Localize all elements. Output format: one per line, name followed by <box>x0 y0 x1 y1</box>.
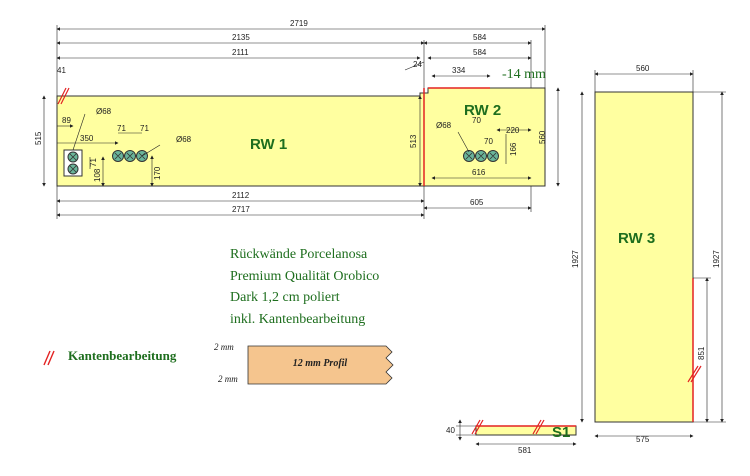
dim-560-rw3: 560 <box>636 64 650 73</box>
dim-581: 581 <box>518 446 532 455</box>
reduction-note: -14 mm <box>502 67 546 82</box>
dim-70-b: 70 <box>484 137 493 146</box>
dim-70-a: 70 <box>472 116 481 125</box>
dim-513: 513 <box>409 134 418 148</box>
socket-group-rw1-left <box>63 149 83 177</box>
dim-334: 334 <box>452 66 466 75</box>
label-rw3: RW 3 <box>618 230 655 247</box>
label-rw1: RW 1 <box>250 136 287 153</box>
dim-71-b: 71 <box>140 124 149 133</box>
dim-40: 40 <box>446 426 455 435</box>
edge-processing-legend-icon <box>43 350 55 366</box>
dim-166: 166 <box>509 142 518 156</box>
dim-2719: 2719 <box>290 19 308 28</box>
dim-41: 41 <box>57 66 66 75</box>
dim-220: 220 <box>506 126 520 135</box>
info-line-3: Dark 1,2 cm poliert <box>230 290 340 305</box>
dim-515: 515 <box>34 131 43 145</box>
info-line-1: Rückwände Porcelanosa <box>230 247 368 262</box>
profile-label: 12 mm Profil <box>292 358 348 369</box>
dim-d68-right: Ø68 <box>176 135 192 144</box>
profile-bottom-mm: 2 mm <box>218 374 238 384</box>
dim-71-vertical: 71 <box>89 158 98 167</box>
dim-108: 108 <box>93 168 102 182</box>
dim-851: 851 <box>697 346 706 360</box>
dim-1927-right: 1927 <box>712 250 721 268</box>
dim-584-top: 584 <box>473 33 487 42</box>
dim-584-mid: 584 <box>473 48 487 57</box>
dim-2112: 2112 <box>232 191 250 200</box>
material-info: Rückwände Porcelanosa Premium Qualität O… <box>230 244 450 330</box>
profile-sketch <box>247 345 394 385</box>
profile-top-mm: 2 mm <box>214 342 234 352</box>
dim-560-rw2: 560 <box>538 130 547 144</box>
dim-616: 616 <box>472 168 486 177</box>
dim-2111: 2111 <box>232 48 249 57</box>
label-rw2: RW 2 <box>464 102 501 119</box>
socket-crosses <box>69 152 497 173</box>
info-line-2: Premium Qualität Orobico <box>230 268 380 284</box>
info-line-4: inkl. Kantenbearbeitung <box>230 311 366 327</box>
dim-2135: 2135 <box>232 33 250 42</box>
dim-575: 575 <box>636 435 650 444</box>
dim-350: 350 <box>80 134 94 143</box>
dim-24: 24 <box>413 60 422 69</box>
dim-89: 89 <box>62 116 71 125</box>
edge-marks <box>57 87 702 435</box>
panel-rw3 <box>594 91 694 423</box>
dim-170: 170 <box>153 166 162 180</box>
dim-d68-rw2: Ø68 <box>436 121 452 130</box>
label-s1: S1 <box>552 424 570 441</box>
dim-1927-left: 1927 <box>571 250 580 268</box>
dim-2717: 2717 <box>232 205 250 214</box>
dim-71-a: 71 <box>117 124 126 133</box>
dim-605: 605 <box>470 198 484 207</box>
legend-label: Kantenbearbeitung <box>68 348 177 363</box>
dim-d68-left: Ø68 <box>96 107 112 116</box>
